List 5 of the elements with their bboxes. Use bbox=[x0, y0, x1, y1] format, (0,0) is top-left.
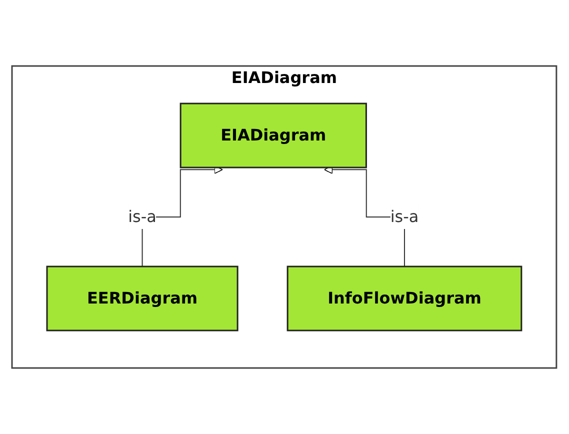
edge-label: is-a bbox=[390, 207, 419, 226]
node-box: EERDiagram bbox=[46, 266, 239, 332]
node-box: InfoFlowDiagram bbox=[287, 266, 522, 332]
edge-label: is-a bbox=[128, 207, 157, 226]
node-box: EIADiagram bbox=[180, 102, 368, 168]
